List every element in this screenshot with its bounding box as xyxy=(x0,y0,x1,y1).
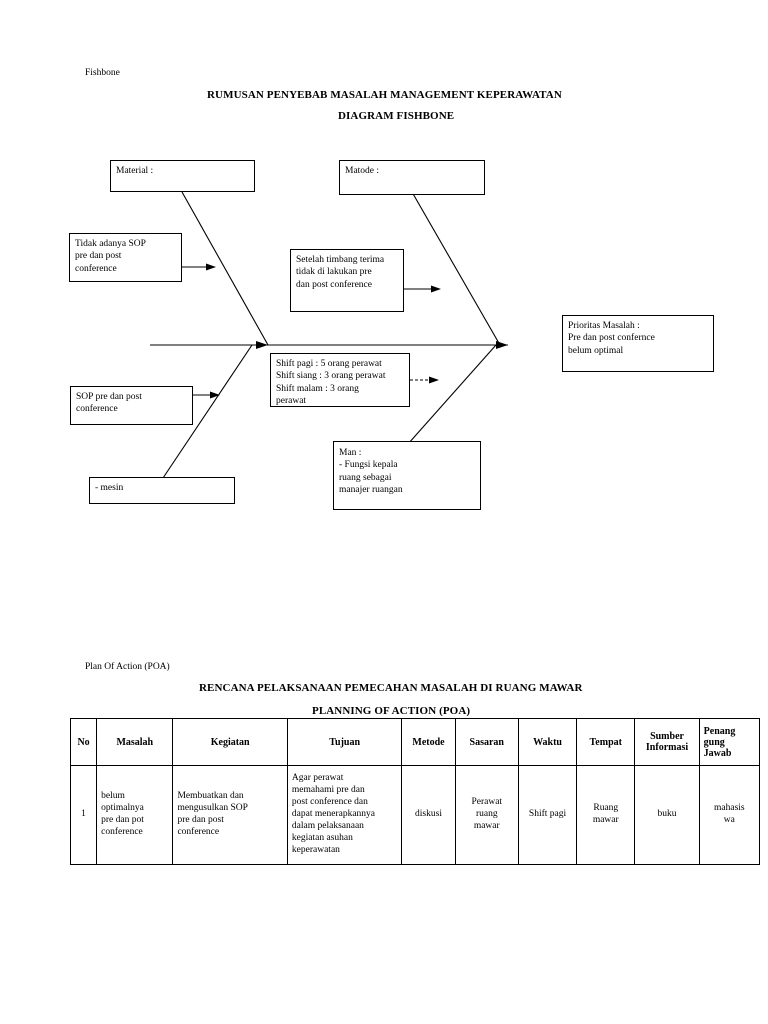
cause-box-shift: Shift pagi : 5 orang perawat Shift siang… xyxy=(270,353,410,407)
cell-sasaran: Perawat ruang mawar xyxy=(454,765,519,865)
cell-masalah: belum optimalnya pre dan pot conference xyxy=(96,765,174,865)
col-header-masalah: Masalah xyxy=(96,718,174,766)
col-header-waktu: Waktu xyxy=(517,718,578,766)
col-header-no: No xyxy=(69,718,98,766)
cause-box-sop-pre-dan-post: SOP pre dan post conference xyxy=(70,386,193,425)
cell-waktu: Shift pagi xyxy=(517,765,578,865)
cell-kegiatan: Membuatkan dan mengusulkan SOP pre dan p… xyxy=(172,765,288,865)
poa-section-label: Plan Of Action (POA) xyxy=(85,662,170,672)
fishbone-section-label: Fishbone xyxy=(85,68,120,78)
fishbone-title-line1: RUMUSAN PENYEBAB MASALAH MANAGEMENT KEPE… xyxy=(207,89,562,101)
category-box-material: Material : xyxy=(110,160,255,192)
cell-tempat: Ruang mawar xyxy=(576,765,636,865)
category-box-matode: Matode : xyxy=(339,160,485,195)
fishbone-skeleton xyxy=(150,191,508,479)
cell-penanggung-jawab: mahasis wa xyxy=(698,765,761,865)
col-header-penanggung-jawab: Penang gung Jawab xyxy=(698,718,761,766)
col-header-tujuan: Tujuan xyxy=(286,718,403,766)
table-row: 1 belum optimalnya pre dan pot conferenc… xyxy=(69,765,761,865)
cause-box-mesin: - mesin xyxy=(89,477,235,504)
fishbone-title-line2: DIAGRAM FISHBONE xyxy=(338,110,455,122)
poa-table-wrapper: No Masalah Kegiatan Tujuan Metode Sasara… xyxy=(69,718,761,865)
effect-box-prioritas-masalah: Prioritas Masalah : Pre dan post confern… xyxy=(562,315,714,372)
col-header-sasaran: Sasaran xyxy=(454,718,519,766)
poa-title-line2: PLANNING OF ACTION (POA) xyxy=(312,705,471,717)
poa-table: No Masalah Kegiatan Tujuan Metode Sasara… xyxy=(69,718,761,865)
cell-no: 1 xyxy=(69,765,98,865)
poa-title-line1: RENCANA PELAKSANAAN PEMECAHAN MASALAH DI… xyxy=(199,682,583,694)
cell-metode: diskusi xyxy=(401,765,456,865)
category-box-man: Man : - Fungsi kepala ruang sebagai mana… xyxy=(333,441,481,510)
cause-box-setelah-timbang-terima: Setelah timbang terima tidak di lakukan … xyxy=(290,249,404,312)
table-header-row: No Masalah Kegiatan Tujuan Metode Sasara… xyxy=(69,718,761,766)
col-header-tempat: Tempat xyxy=(576,718,636,766)
cause-box-tidak-adanya-sop: Tidak adanya SOP pre dan post conference xyxy=(69,233,182,282)
col-header-sumber-informasi: Sumber Informasi xyxy=(634,718,700,766)
col-header-metode: Metode xyxy=(401,718,456,766)
cell-tujuan: Agar perawat memahami pre dan post confe… xyxy=(286,765,403,865)
cell-sumber-informasi: buku xyxy=(634,765,700,865)
col-header-kegiatan: Kegiatan xyxy=(172,718,288,766)
